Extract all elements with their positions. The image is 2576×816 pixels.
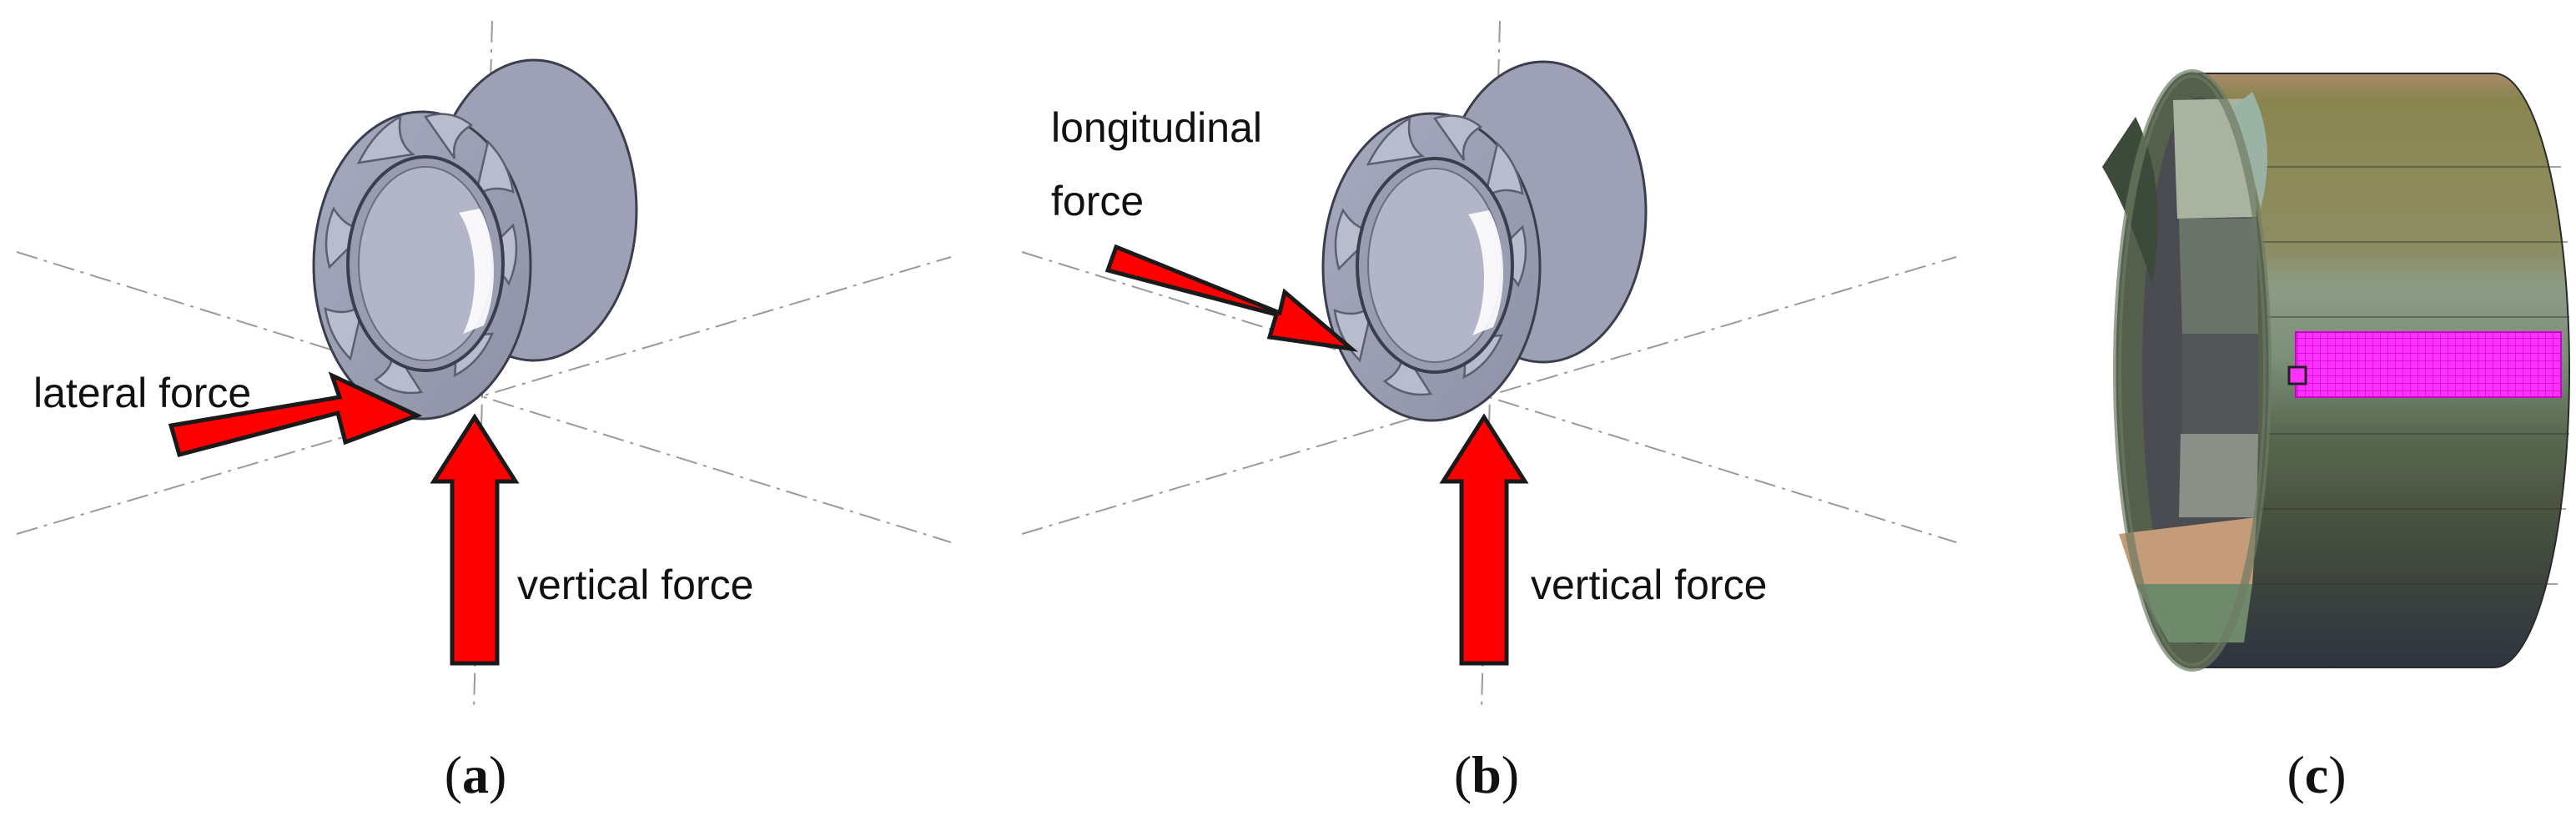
mesh-highlight-strip [2295, 331, 2562, 398]
panel-c: (c) [2102, 69, 2570, 804]
mesh-node-marker [2287, 365, 2307, 385]
force-arrows [168, 371, 520, 666]
longitudinal-force-label-line2: force [1051, 178, 1144, 224]
longitudinal-force-arrow [1104, 244, 1359, 352]
fe-model [2102, 69, 2570, 672]
panel-a: lateral force vertical force (a) [16, 20, 952, 804]
bushing-lobes [1333, 114, 1527, 396]
caption-a: (a) [445, 745, 507, 804]
vertical-force-label: vertical force [1531, 562, 1767, 608]
force-arrows [1104, 244, 1529, 666]
lateral-force-label: lateral force [33, 370, 251, 416]
vertical-force-arrow [1439, 413, 1529, 666]
longitudinal-force-label-line1: longitudinal [1051, 104, 1262, 151]
axis-lines [16, 20, 952, 710]
bushing-model [1321, 60, 1648, 422]
vertical-force-arrow [430, 413, 520, 666]
vertical-force-label: vertical force [517, 562, 753, 608]
lateral-force-arrow [168, 371, 423, 458]
caption-b: (b) [1454, 745, 1519, 804]
caption-c: (c) [2287, 745, 2346, 804]
bushing-model [312, 58, 638, 421]
panel-b: longitudinal force vertical force (b) [1021, 20, 1957, 804]
